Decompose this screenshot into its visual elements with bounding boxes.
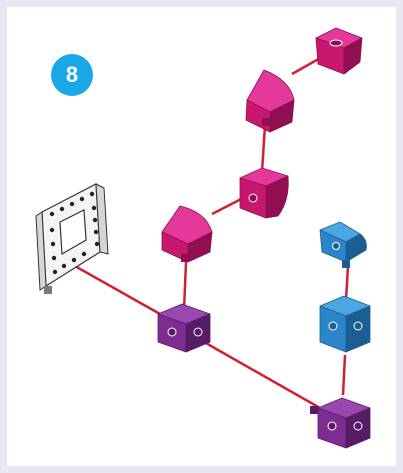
- magenta-wedge-top: [315, 27, 363, 75]
- connector-line: [344, 265, 350, 301]
- step-number-badge: 8: [51, 54, 93, 96]
- connector-line: [260, 124, 267, 173]
- magenta-cube-middle: [239, 167, 289, 219]
- connector-line: [291, 55, 323, 76]
- connector-line: [182, 261, 188, 311]
- magenta-wedge-upper: [245, 69, 295, 133]
- connector-line: [196, 336, 321, 410]
- blue-wedge-top: [319, 221, 367, 268]
- purple-cube-left: [157, 303, 211, 353]
- connector-line: [341, 354, 347, 396]
- white-frame: [35, 183, 109, 294]
- blue-cube-middle: [319, 295, 371, 353]
- purple-cube-right: [310, 397, 371, 449]
- magenta-wedge-lower: [161, 205, 213, 263]
